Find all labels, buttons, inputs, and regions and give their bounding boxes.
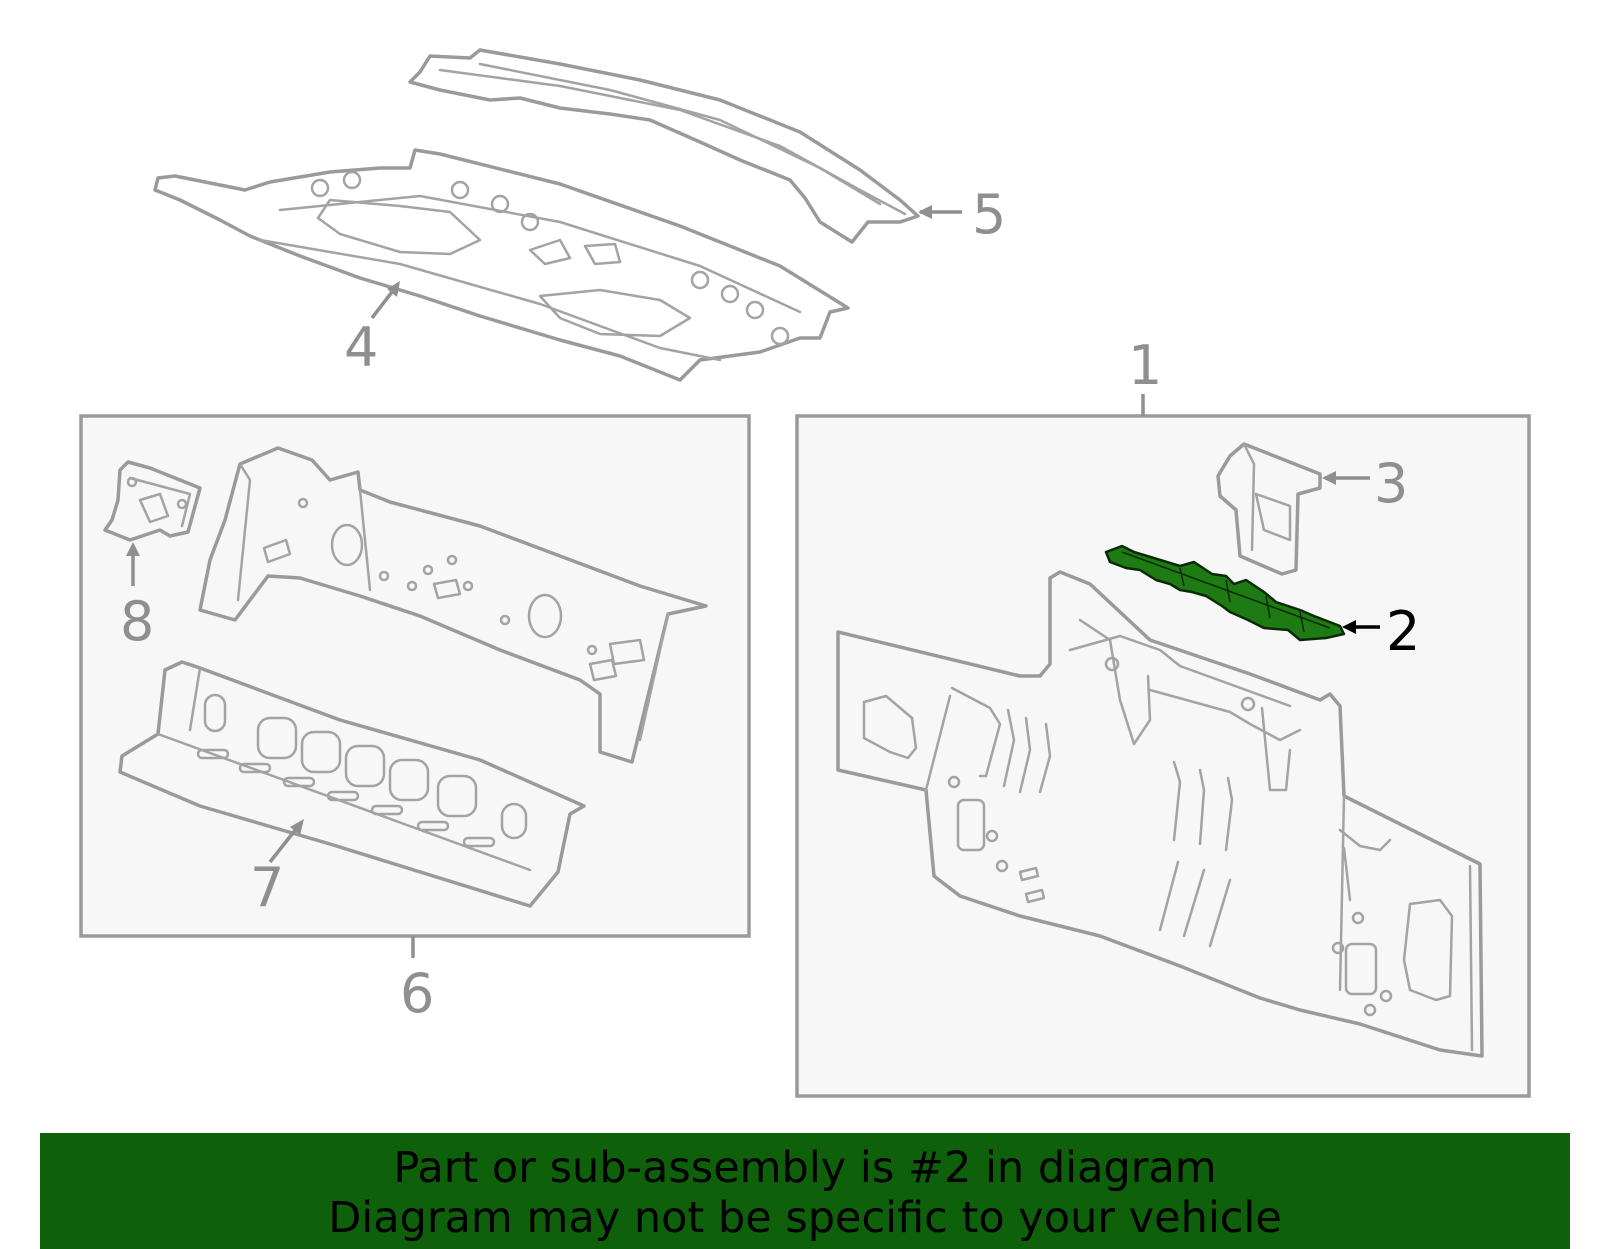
info-banner: Part or sub-assembly is #2 in diagram Di… [40, 1133, 1570, 1249]
part-5-rear-rail[interactable] [408, 48, 920, 244]
callout-4[interactable]: 4 [344, 316, 378, 379]
callout-2[interactable]: 2 [1386, 600, 1420, 663]
callout-3[interactable]: 3 [1374, 452, 1408, 515]
arrowhead-5 [918, 205, 932, 219]
arrowhead-7 [290, 819, 304, 835]
group-box-1 [795, 414, 1531, 1098]
callout-1[interactable]: 1 [1128, 334, 1162, 397]
banner-line-1: Part or sub-assembly is #2 in diagram [393, 1143, 1217, 1193]
part-7-lower-panel[interactable] [118, 660, 586, 908]
arrowhead-3 [1322, 471, 1336, 485]
callout-8[interactable]: 8 [120, 590, 154, 653]
callout-7[interactable]: 7 [250, 856, 284, 919]
part-3-bracket[interactable] [1216, 442, 1322, 576]
part-1-rear-body-panel[interactable] [836, 570, 1484, 1058]
banner-line-2: Diagram may not be specific to your vehi… [328, 1193, 1282, 1243]
part-6-upper-panel[interactable] [198, 446, 708, 764]
part-2-reinforcement-highlighted[interactable] [1104, 544, 1346, 642]
part-8-bracket[interactable] [103, 460, 202, 542]
callout-6[interactable]: 6 [400, 962, 434, 1025]
arrowhead-4 [387, 281, 400, 297]
group-box-6 [79, 414, 751, 938]
part-4-package-tray[interactable] [153, 148, 850, 382]
callout-5[interactable]: 5 [972, 183, 1006, 246]
parts-diagram: 5 4 6 8 [79, 48, 1531, 1098]
arrowhead-2 [1342, 620, 1356, 634]
arrowhead-8 [126, 542, 140, 556]
